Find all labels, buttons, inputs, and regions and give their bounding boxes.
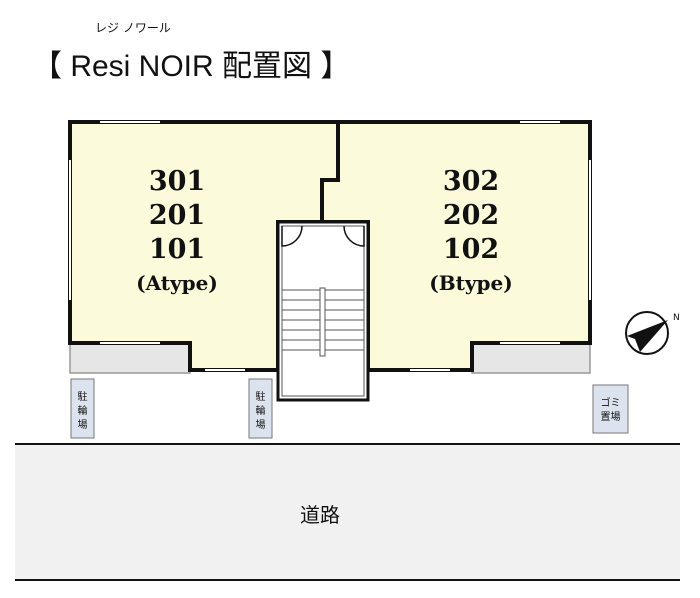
balcony-b (471, 342, 591, 374)
door-right (343, 225, 365, 247)
unit-302: 302 (443, 166, 499, 197)
door-left (281, 225, 303, 247)
svg-text:駐: 駐 (256, 390, 266, 403)
svg-text:置場: 置場 (601, 410, 621, 423)
svg-text:場: 場 (256, 418, 266, 431)
unit-type-b: (Btype) (429, 271, 512, 295)
bicycle-parking-left: 駐 輪 場 (70, 378, 95, 439)
bicycle-parking-center: 駐 輪 場 (248, 378, 273, 439)
unit-102: 102 (443, 234, 499, 265)
compass-icon: N (625, 311, 680, 355)
unit-type-a: (Atype) (136, 271, 218, 295)
svg-text:輪: 輪 (256, 404, 266, 417)
page-title: 【 Resi NOIR 配置図 】 (32, 50, 350, 83)
road-label: 道路 (300, 503, 340, 527)
unit-301: 301 (149, 166, 205, 197)
garbage-area: ゴミ 置場 (592, 384, 629, 434)
windows (69, 121, 591, 371)
balcony-a (69, 342, 191, 374)
stair-handrail (319, 287, 326, 357)
road (15, 444, 680, 580)
unit-101: 101 (149, 234, 205, 265)
title-ruby: レジ ノワール (95, 21, 171, 35)
unit-202: 202 (443, 200, 499, 231)
svg-text:場: 場 (78, 418, 88, 431)
compass-north-label: N (673, 313, 680, 323)
svg-text:輪: 輪 (78, 404, 88, 417)
svg-text:駐: 駐 (78, 390, 88, 403)
unit-201: 201 (149, 200, 205, 231)
svg-text:ゴミ: ゴミ (601, 396, 621, 409)
